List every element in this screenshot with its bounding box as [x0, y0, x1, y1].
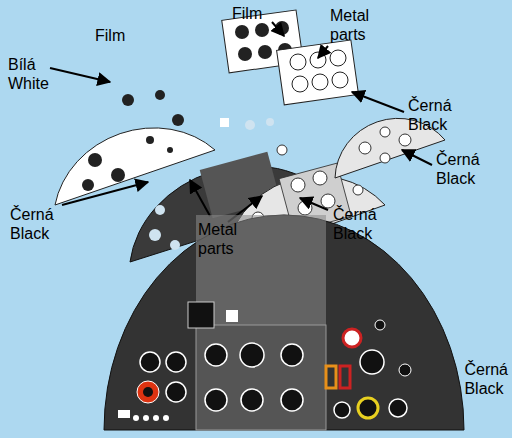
assembled-panel-part	[358, 398, 378, 418]
top-film-sheet-part	[255, 23, 269, 37]
part-label: Černá Black	[464, 360, 508, 398]
top-film-sheet-part	[235, 25, 249, 39]
right-small-piece-part	[399, 134, 411, 146]
assembled-panel-part	[140, 352, 160, 372]
white-film-piece-part	[88, 153, 102, 167]
white-film-piece-part	[167, 147, 173, 153]
assembled-panel-part	[163, 415, 169, 421]
assembled-panel-part	[340, 366, 350, 388]
assembled-panel-part	[166, 382, 186, 402]
metal-panel-piece-part	[353, 185, 363, 195]
right-small-piece-part	[380, 153, 390, 163]
assembled-panel-part	[389, 399, 407, 417]
leader-arrows-part	[62, 182, 148, 205]
top-metal-sheet-part	[310, 52, 326, 68]
black-panel-piece-part	[245, 120, 255, 130]
white-film-piece-part	[172, 114, 184, 126]
assembled-panel-part	[133, 415, 139, 421]
part-label: Film	[232, 4, 262, 23]
part-label: Černá Black	[10, 205, 54, 243]
white-film-piece-part	[122, 94, 134, 106]
assembled-panel	[104, 215, 464, 430]
metal-panel-piece-part	[291, 178, 305, 192]
leader-arrows-part	[272, 22, 284, 36]
assembled-panel-part	[326, 366, 336, 388]
assembled-panel-part	[334, 402, 350, 418]
part-label: Černá Black	[408, 96, 452, 134]
assembled-panel-part	[196, 215, 326, 325]
leader-arrows-part	[318, 46, 328, 58]
assembled-panel-part	[196, 325, 326, 430]
part-label: Metal parts	[198, 220, 237, 258]
assembled-panel-part	[118, 410, 130, 418]
assembled-panel-part	[226, 310, 238, 322]
assembled-panel-part	[360, 350, 384, 374]
top-metal-sheet-part	[332, 72, 348, 88]
part-label: Metal parts	[330, 6, 369, 44]
black-panel-piece-part	[170, 240, 180, 250]
assembled-panel-part	[104, 215, 464, 430]
assembled-panel-part	[153, 415, 159, 421]
top-metal-sheet-part	[330, 50, 346, 66]
top-metal-sheet-part	[312, 74, 328, 90]
part-label: Černá Black	[333, 205, 377, 243]
right-small-piece-part	[380, 127, 390, 137]
assembled-panel-part	[143, 387, 153, 397]
metal-panel-piece-part	[277, 145, 287, 155]
black-panel-piece-part	[149, 229, 161, 241]
part-label: Černá Black	[436, 150, 480, 188]
top-metal-sheet-part	[290, 54, 306, 70]
black-panel-piece-part	[155, 205, 165, 215]
assembled-panel-part	[241, 389, 263, 411]
assembled-panel-part	[240, 343, 264, 367]
top-film-sheet-part	[238, 47, 252, 61]
assembled-panel-part	[188, 302, 214, 328]
assembled-panel-part	[375, 320, 385, 330]
white-film-piece-part	[82, 179, 94, 191]
top-metal-sheet-part	[277, 40, 359, 105]
part-label: Bílá White	[8, 55, 49, 93]
top-metal-sheet	[277, 40, 359, 105]
white-film-piece-part	[155, 90, 165, 100]
assembled-panel-part	[205, 344, 227, 366]
assembled-panel-part	[399, 364, 411, 376]
assembled-panel-part	[281, 389, 303, 411]
top-film-sheet-part	[258, 45, 272, 59]
leader-arrows-part	[50, 68, 110, 82]
metal-panel-piece-part	[321, 194, 335, 208]
top-metal-sheet-part	[292, 76, 308, 92]
assembled-panel-part	[343, 329, 361, 347]
assembled-panel-part	[143, 415, 149, 421]
leader-arrows-part	[300, 198, 328, 210]
black-panel-piece-part	[266, 118, 274, 126]
right-small-piece-part	[359, 142, 371, 154]
white-film-piece-part	[146, 136, 154, 144]
assembled-panel-part	[281, 344, 303, 366]
metal-panel-piece-part	[313, 171, 327, 185]
assembled-panel-part	[137, 381, 159, 403]
black-panel-piece-part	[220, 118, 229, 127]
leader-arrows-part	[352, 92, 404, 112]
leader-arrows-part	[190, 180, 210, 216]
part-label: Film	[95, 26, 125, 45]
white-film-piece-part	[111, 168, 125, 182]
assembled-panel-part	[166, 352, 186, 372]
leader-arrows-part	[402, 150, 432, 165]
assembled-panel-part	[205, 389, 227, 411]
